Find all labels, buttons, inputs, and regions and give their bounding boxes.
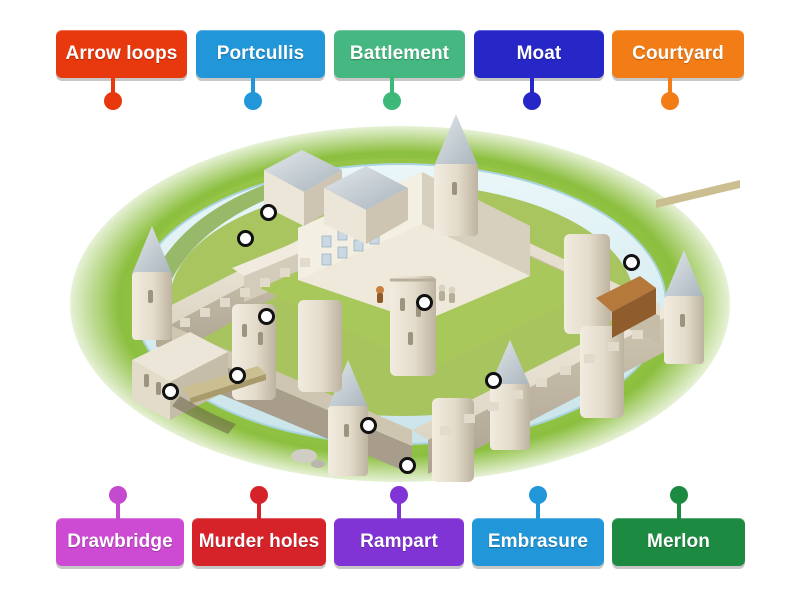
label-chip-moat[interactable]: Moat: [474, 30, 604, 78]
label-chip-text: Moat: [516, 43, 562, 64]
label-chip-rampart[interactable]: Rampart: [334, 518, 464, 566]
roofed-building-b: [324, 166, 408, 244]
label-chip-text: Portcullis: [216, 43, 305, 64]
label-chip-courtyard[interactable]: Courtyard: [612, 30, 744, 78]
label-pin-rampart: [390, 486, 408, 520]
label-pin-courtyard: [661, 76, 679, 110]
drum-tower-northeast: [564, 234, 610, 334]
drum-tower-east-mid: [580, 326, 624, 418]
drum-tower-south-wall: [432, 398, 474, 482]
label-pin-merlon: [670, 486, 688, 520]
label-chip-drawbridge[interactable]: Drawbridge: [56, 518, 184, 566]
battlements-front: [180, 258, 310, 327]
bridge-shadow: [172, 396, 236, 434]
label-chip-text: Arrow loops: [65, 43, 178, 64]
label-chip-embrasure[interactable]: Embrasure: [472, 518, 604, 566]
label-chip-battlement[interactable]: Battlement: [334, 30, 465, 78]
label-pin-arrow-loops: [104, 76, 122, 110]
label-chip-text: Merlon: [647, 531, 710, 552]
tower-north: [434, 114, 478, 236]
tower-east: [664, 250, 704, 364]
tower-south: [328, 360, 368, 476]
hotspot-9[interactable]: [359, 416, 377, 434]
label-pin-embrasure: [529, 486, 547, 520]
label-chip-text: Embrasure: [487, 531, 589, 552]
timber-leanto: [596, 276, 656, 338]
tower-west: [132, 226, 172, 340]
label-chip-text: Courtyard: [632, 43, 724, 64]
label-pin-drawbridge: [109, 486, 127, 520]
castle-diagram: [60, 108, 740, 488]
hotspot-10[interactable]: [398, 456, 416, 474]
label-chip-portcullis[interactable]: Portcullis: [196, 30, 325, 78]
label-chip-murder-holes[interactable]: Murder holes: [192, 518, 326, 566]
hotspot-7[interactable]: [161, 382, 179, 400]
courtyard-figures: [376, 284, 456, 303]
label-chip-text: Rampart: [360, 531, 438, 552]
battlements-right: [440, 330, 643, 435]
hotspot-8[interactable]: [484, 371, 502, 389]
castle-illustration: [70, 114, 740, 482]
label-chip-text: Drawbridge: [67, 531, 173, 552]
hotspot-6[interactable]: [228, 366, 246, 384]
hotspot-4[interactable]: [415, 293, 433, 311]
label-chip-text: Murder holes: [198, 531, 320, 552]
drum-tower-center: [390, 276, 436, 376]
label-pin-battlement: [383, 76, 401, 110]
distant-causeway: [656, 180, 740, 208]
label-chip-text: Battlement: [349, 43, 450, 64]
hotspot-3[interactable]: [257, 307, 275, 325]
hotspot-1[interactable]: [259, 203, 277, 221]
label-pin-portcullis: [244, 76, 262, 110]
label-chip-merlon[interactable]: Merlon: [612, 518, 745, 566]
hotspot-5[interactable]: [622, 253, 640, 271]
shore-rocks: [291, 449, 325, 468]
hotspot-2[interactable]: [236, 229, 254, 247]
label-pin-murder-holes: [250, 486, 268, 520]
label-pin-moat: [523, 76, 541, 110]
drum-tower-gate: [298, 300, 342, 392]
label-chip-arrow-loops[interactable]: Arrow loops: [56, 30, 187, 78]
